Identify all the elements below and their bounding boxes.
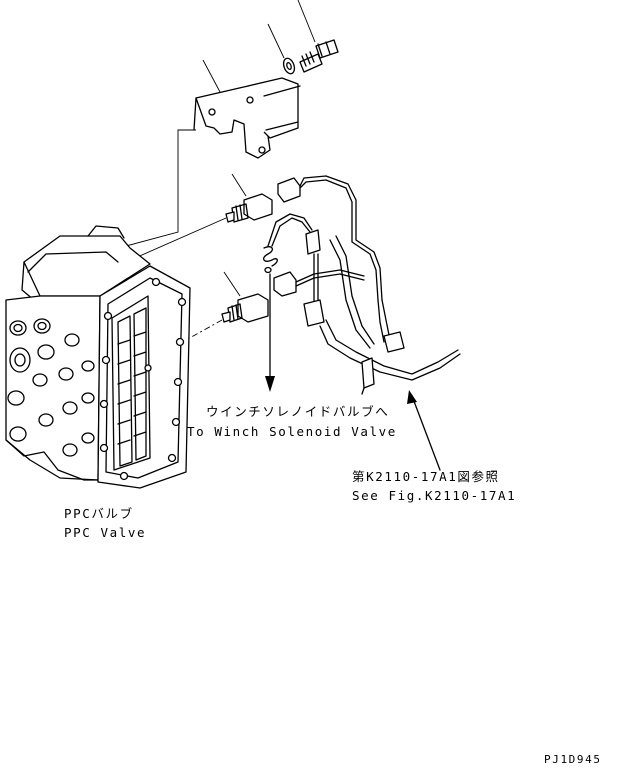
bolt-part <box>297 0 339 73</box>
washer-part <box>267 23 296 75</box>
pressure-switch-upper <box>125 173 273 263</box>
winch-label-en: To Winch Solenoid Valve <box>187 424 397 439</box>
ref-label-jp: 第K2110-17A1図参照 <box>352 469 500 484</box>
ppc-valve-label-jp: PPCバルブ <box>64 506 134 521</box>
connector-spring <box>263 246 278 274</box>
winch-arrow <box>265 273 275 392</box>
winch-label-jp: ウインチソレノイドバルブへ <box>206 404 390 419</box>
ppc-valve-body <box>5 225 191 489</box>
ppc-valve-label-en: PPC Valve <box>64 525 147 540</box>
ref-leader-arrow <box>407 390 441 471</box>
ref-label-en: See Fig.K2110-17A1 <box>352 488 517 503</box>
pressure-switch-lower <box>149 271 269 361</box>
bracket-part <box>193 59 301 159</box>
drawing-code: PJ1D945 <box>544 753 602 766</box>
wiring-harness <box>267 175 461 395</box>
